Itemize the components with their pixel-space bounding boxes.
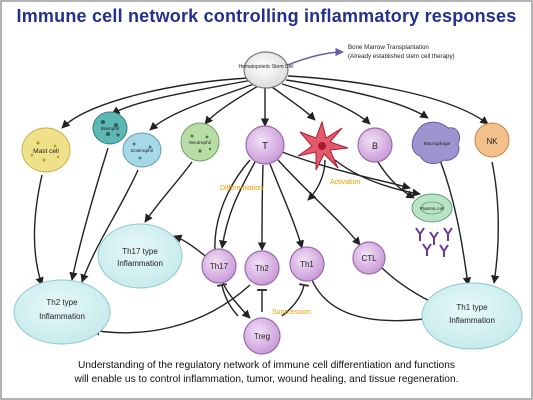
arrow-t-to-b-activation — [281, 151, 411, 191]
th1-inflammation-line1: Th1 type — [456, 303, 488, 312]
arrow-b-to-plasma — [377, 161, 415, 199]
antibody-icon — [429, 231, 439, 245]
arrow-th1-to-th1-inflammation — [311, 279, 433, 324]
plasma-cell-label: Plasma cell — [420, 206, 445, 212]
differentiation-note: Differentiation — [220, 185, 263, 192]
arrow-t-to-ctl — [277, 159, 361, 246]
antibodies — [415, 227, 453, 257]
macrophage-label: Macrophage — [424, 141, 451, 147]
bmt-note: Bone Marrow Transplantation (Already est… — [348, 44, 455, 60]
arrow-t-to-th17 — [219, 161, 256, 249]
arrow-dendritic-activation — [334, 159, 421, 197]
t-cell: T — [245, 125, 285, 165]
arrow-neutrophil-to-th17-inflammation — [144, 161, 193, 223]
basophil-label: Basophil — [101, 126, 119, 132]
th17-label: Th17 — [210, 262, 229, 271]
arrow-t-to-treg — [214, 159, 251, 319]
activation-note: Activation — [330, 179, 360, 186]
th2-inflammation-line2: Inflammation — [39, 312, 85, 321]
antibody-icon — [415, 227, 425, 241]
caption-line2: will enable us to control inflammation, … — [74, 373, 459, 385]
neutrophil-cell: Neutrophil — [180, 122, 220, 162]
macrophage-cell: Macrophage — [411, 121, 461, 164]
plasma-cell: Plasma cell — [411, 193, 453, 223]
mast-cell-label: Mast cell — [33, 148, 59, 155]
bmt-note-line1: Bone Marrow Transplantation — [348, 44, 429, 51]
suppression-treg-to-th1 — [281, 283, 309, 317]
eosinophil-label: Eosinophil — [131, 148, 153, 154]
arrow-th2-to-th2-inflammation — [91, 284, 251, 336]
dendritic-cell — [297, 120, 349, 171]
th1-cell: Th1 — [289, 246, 325, 282]
arrow-stem-to-macrophage — [285, 79, 429, 119]
suppression-treg-to-th17 — [217, 283, 239, 317]
th1-inflammation-line2: Inflammation — [449, 316, 495, 325]
ctl-cell: CTL — [352, 241, 386, 275]
arrow-stem-to-neutrophil — [204, 85, 259, 125]
th1-label: Th1 — [300, 260, 314, 269]
connector-group — [33, 47, 500, 336]
stem-cell-label: Hematopoietic Stem Cell — [238, 64, 293, 70]
t-cell-label: T — [262, 141, 268, 152]
nk-cell: NK — [474, 122, 510, 158]
arrow-stem-to-mast — [61, 77, 249, 129]
arrow-th17-to-th17-inflammation — [173, 234, 209, 259]
arrow-macrophage-to-th1-inflammation — [439, 159, 472, 286]
arrow-stem-to-eosinophil — [149, 83, 255, 131]
th2-cell: Th2 — [244, 250, 280, 286]
th2-inflammation-line1: Th2 type — [46, 298, 78, 307]
arrow-mast-to-th2-inflammation — [33, 174, 44, 286]
th1-inflammation: Th1 type Inflammation — [421, 282, 523, 350]
diagram-title: Immune cell network controlling inflamma… — [16, 6, 517, 26]
th2-label: Th2 — [255, 264, 269, 273]
diagram-caption: Understanding of the regulatory network … — [0, 359, 533, 386]
th17-inflammation-line1: Th17 type — [122, 247, 158, 256]
arrow-stem-to-bmt — [284, 47, 344, 67]
suppression-note: Suppression — [272, 309, 311, 316]
nk-cell-label: NK — [486, 137, 498, 146]
treg-cell: Treg — [243, 317, 281, 355]
th2-inflammation: Th2 type Inflammation — [13, 279, 111, 345]
treg-label: Treg — [254, 332, 270, 341]
stem-cell: Hematopoietic Stem Cell — [238, 51, 294, 89]
ctl-label: CTL — [361, 254, 377, 263]
antibody-icon — [439, 244, 449, 257]
arrow-t-to-th1 — [269, 163, 304, 249]
bmt-note-line2: (Already established stem cell therapy) — [348, 53, 455, 60]
arrow-stem-to-dendritic — [271, 86, 316, 121]
antibody-icon — [422, 243, 432, 256]
arrow-basophil-to-th2-inflammation — [69, 147, 109, 281]
basophil-cell: Basophil — [92, 111, 128, 145]
b-cell-label: B — [372, 141, 378, 151]
mast-cell: Mast cell — [21, 127, 71, 173]
arrow-stem-to-basophil — [111, 79, 253, 115]
arrow-stem-to-b — [281, 83, 371, 125]
neutrophil-label: Neutrophil — [189, 140, 211, 146]
th17-cell: Th17 — [201, 248, 237, 284]
th17-inflammation-line2: Inflammation — [117, 259, 163, 268]
b-cell: B — [357, 127, 393, 163]
arrow-nk-to-th1-inflammation — [491, 161, 500, 284]
antibody-icon — [443, 227, 453, 241]
arrow-eosinophil-to-th2-inflammation — [80, 169, 139, 283]
arrow-stem-to-nk — [287, 75, 489, 125]
arrow-t-to-th2 — [257, 164, 267, 251]
caption-line1: Understanding of the regulatory network … — [78, 360, 455, 371]
eosinophil-cell: Eosinophil — [122, 132, 162, 168]
arrow-dendritic-to-t-activation — [307, 159, 326, 201]
th17-inflammation: Th17 type Inflammation — [97, 223, 183, 289]
